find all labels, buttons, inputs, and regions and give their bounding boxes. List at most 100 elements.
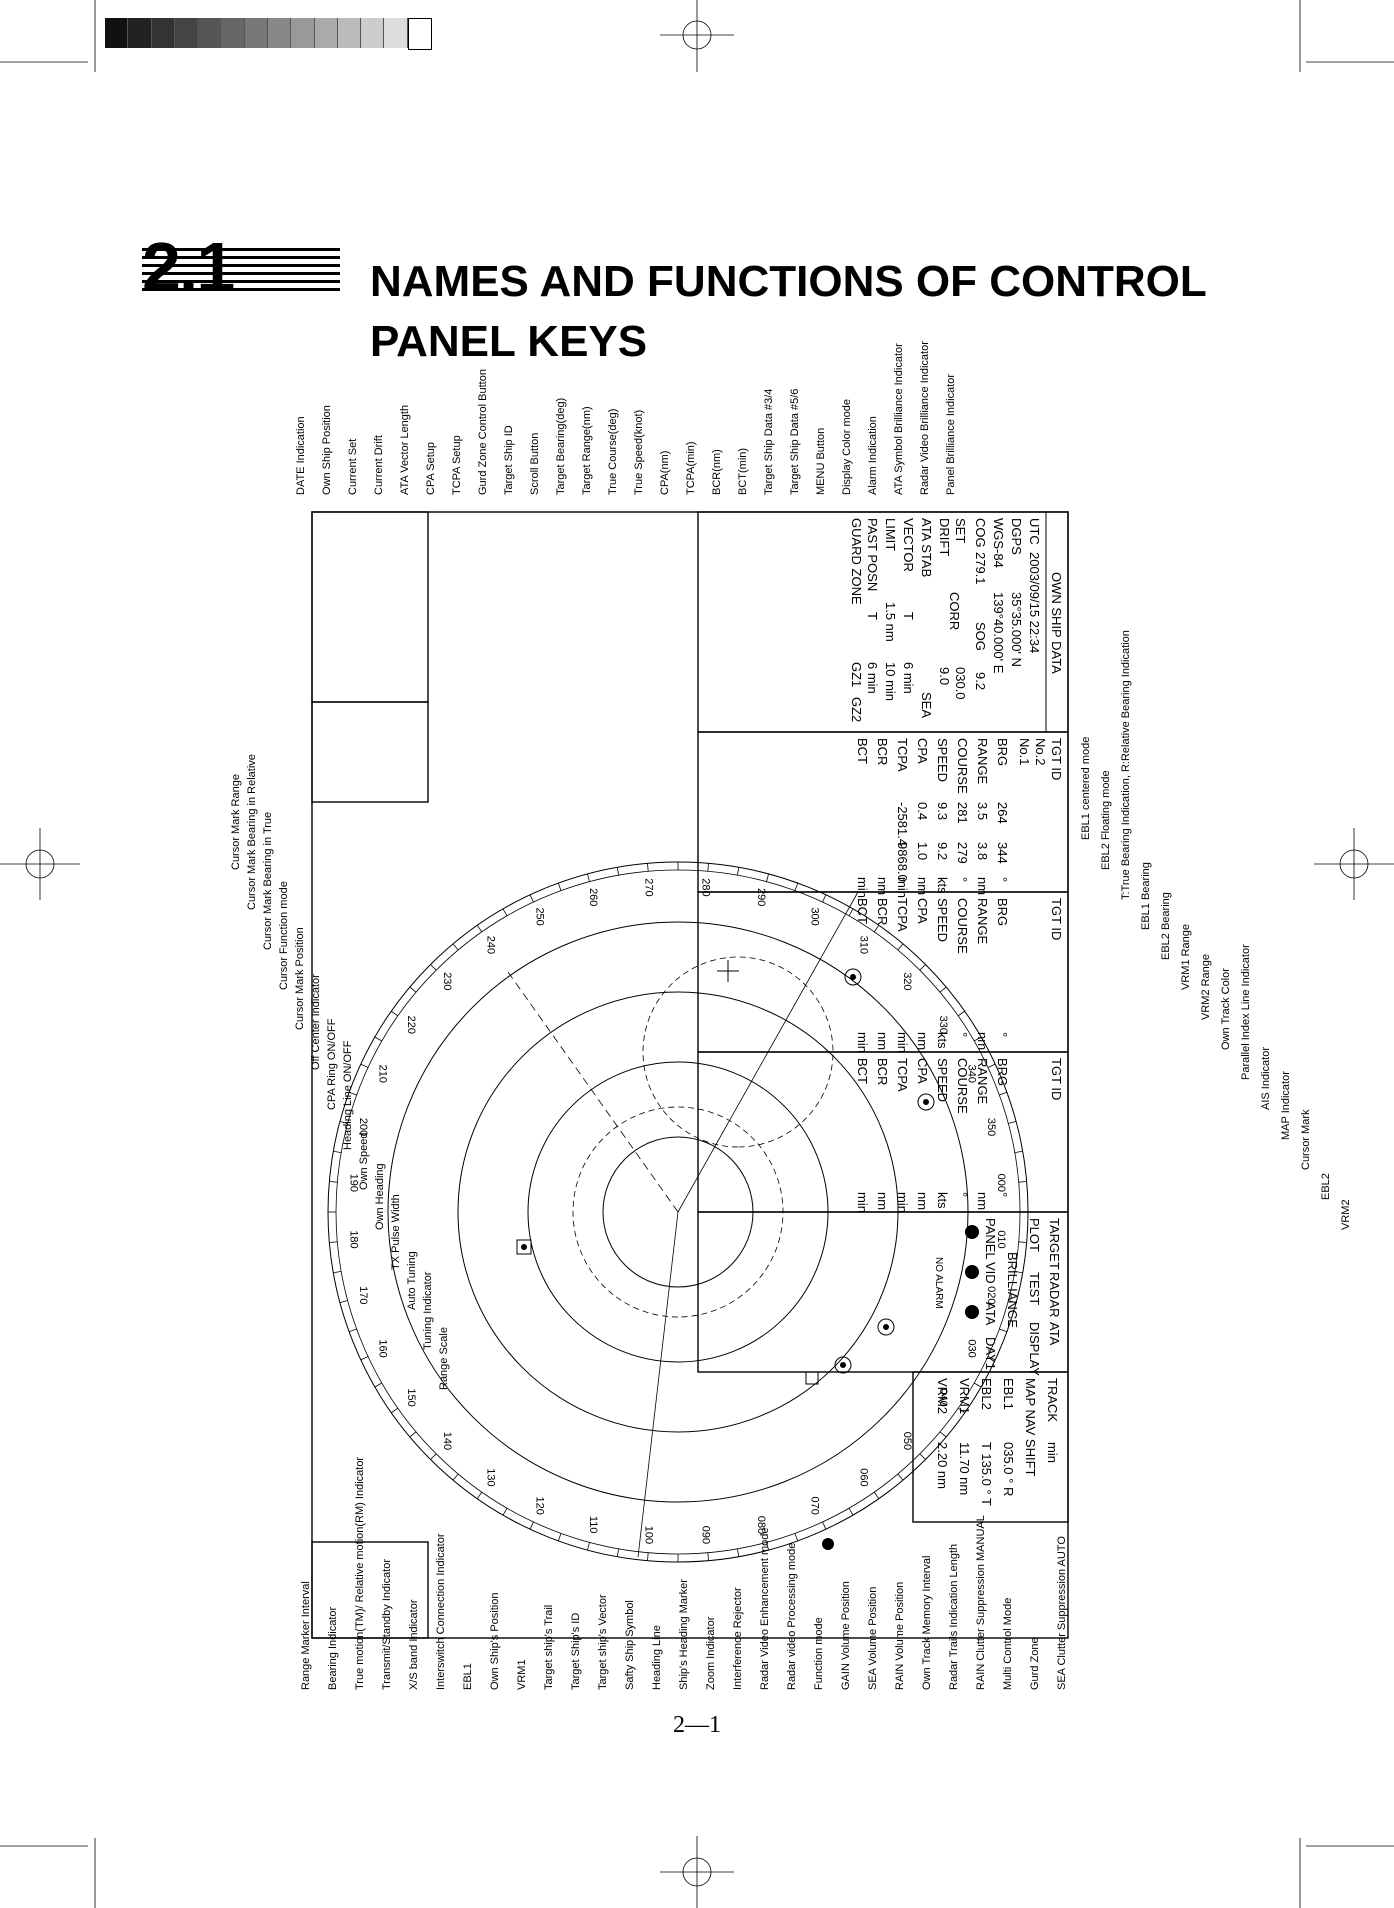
menu-test[interactable]: TEST (1027, 1272, 1042, 1305)
section-title: NAMES AND FUNCTIONS OF CONTROL PANEL KEY… (370, 252, 1230, 372)
bearing-tick (360, 1063, 369, 1068)
vector-label: VECTOR (901, 518, 916, 572)
callout-left: Cursor Mark Bearing in Relative (246, 754, 258, 910)
callout-right: VRM2 (1340, 1199, 1352, 1230)
tgt-id-label: TGT ID (1049, 1058, 1064, 1100)
tgt-no2-label: No.2 (1033, 738, 1048, 765)
callout-top: CPA(nm) (659, 450, 671, 495)
tgt-id-label: TGT ID (1049, 738, 1064, 780)
target-row-label: TCPA (895, 1058, 910, 1092)
target-unit: nm (875, 1192, 890, 1210)
bearing-tick (329, 1181, 338, 1183)
utc-value: 2003/09/15 22:34 (1027, 552, 1042, 653)
vid-label: VID (983, 1262, 998, 1284)
callout-bottom: RAIN Clutter Suppression MANUAL (975, 1515, 987, 1690)
callout-top: DATE Indication (295, 416, 307, 495)
target-unit: nm (915, 877, 930, 895)
callout-bottom: Radar Trails Indication Length (948, 1543, 960, 1690)
callout-bottom: X/S band Indicator (408, 1599, 420, 1690)
target-unit: ° (995, 1032, 1010, 1037)
bearing-tick (529, 894, 534, 903)
callout-bottom: Gurd Zone (1029, 1637, 1041, 1690)
bearing-label: 180 (347, 1230, 359, 1248)
target-row-label: CPA (915, 1058, 930, 1084)
callout-left: Own Speed (358, 1132, 370, 1190)
ebl-vrm-value: min (1045, 1442, 1060, 1463)
callout-bottom: SEA Volume Position (867, 1586, 879, 1690)
range-box (311, 1541, 429, 1639)
video-brilliance-dot (965, 1265, 979, 1279)
callout-right: EBL2 (1320, 1173, 1332, 1200)
menu-radar[interactable]: RADAR (1047, 1272, 1062, 1318)
past-posn-label: PAST POSN (865, 518, 880, 591)
target-unit: ° (955, 877, 970, 882)
bearing-label: 090 (699, 1526, 711, 1544)
callout-top: Current Set (347, 438, 359, 495)
callout-bottom: Transmit/Standby Indicator (381, 1558, 393, 1690)
callout-top: Alarm Indication (867, 416, 879, 495)
range-ring-1 (602, 1136, 754, 1288)
target-unit: kts (935, 1192, 950, 1209)
bearing-tick (794, 882, 799, 891)
sog-value: 9.2 (973, 672, 988, 690)
target-5-circle (844, 968, 862, 986)
past-posn-value: T (865, 612, 880, 620)
radar-screen: OWN SHIP DATA UTC 2003/09/15 22:34 DGPS … (311, 511, 1069, 1639)
bearing-label: 010 (995, 1230, 1007, 1248)
bearing-label: 290 (755, 888, 767, 906)
bearing-tick (707, 1552, 709, 1561)
dgps-value: 35°35.000' N (1009, 592, 1024, 667)
bearing-ticks (328, 862, 1028, 1562)
bearing-tick (973, 1382, 982, 1388)
target-row-label: BRG (995, 898, 1010, 926)
limit-value2: 10 min (883, 662, 898, 701)
target-no2-value: 281 (955, 802, 970, 824)
ebl1-line (507, 971, 679, 1213)
ata-stab-value: SEA (919, 692, 934, 718)
callout-left: Cursor Function mode (278, 881, 290, 990)
target-4-circle (917, 1093, 935, 1111)
callout-right: EBL2 Floating mode (1100, 770, 1112, 870)
bearing-tick (822, 894, 827, 903)
gz1-button[interactable]: GZ1 (849, 662, 864, 687)
ebl-vrm-value: 2.20 nm (935, 1442, 950, 1489)
target-no1-value: 344 (995, 842, 1010, 864)
callout-left: Heading Line ON/OFF (342, 1040, 354, 1150)
bearing-label: 200 (357, 1118, 369, 1136)
target-no1-value: 9.2 (935, 842, 950, 860)
bearing-label: 060 (857, 1468, 869, 1486)
bearing-tick (452, 1473, 459, 1481)
menu-target[interactable]: TARGET (1047, 1218, 1062, 1270)
target-row-label: BCR (875, 1058, 890, 1085)
callout-bottom: Safty Ship Symbol (624, 1600, 636, 1690)
bearing-tick (873, 925, 880, 933)
menu-display[interactable]: DISPLAY (1027, 1322, 1042, 1376)
bearing-tick (1008, 1121, 1017, 1124)
bearing-tick (409, 986, 417, 993)
callout-left: Off Center Indicator (310, 974, 322, 1070)
callout-top: Target Ship ID (503, 425, 515, 495)
bearing-label: 330 (937, 1016, 949, 1034)
section-number: 2.1 (142, 228, 235, 306)
range-ring-3 (457, 991, 899, 1433)
bearing-tick (348, 1328, 357, 1333)
menu-ata[interactable]: ATA (1047, 1322, 1062, 1346)
target-no2-value: 264 (995, 802, 1010, 824)
gz2-button[interactable]: GZ2 (849, 697, 864, 722)
own-ship-data-title: OWN SHIP DATA (1049, 572, 1064, 674)
ebl-vrm-value: 11.70 nm (957, 1442, 972, 1495)
day-mode-label[interactable]: DAY1 (983, 1337, 998, 1370)
bearing-tick (873, 1491, 880, 1499)
bearing-tick (736, 867, 740, 876)
ebl-vrm-label: VRM2 (935, 1378, 950, 1414)
bearing-tick (452, 943, 459, 951)
callout-top: Display Color mode (841, 399, 853, 495)
sog-label: SOG (973, 622, 988, 651)
bearing-label: 150 (405, 1388, 417, 1406)
bearing-tick (707, 863, 709, 872)
radar-ppi: 0000100200300400500600700800901001101201… (327, 861, 1029, 1563)
menu-plot[interactable]: PLOT (1027, 1218, 1042, 1252)
target-unit: nm (875, 1032, 890, 1050)
bearing-tick (999, 1091, 1008, 1096)
